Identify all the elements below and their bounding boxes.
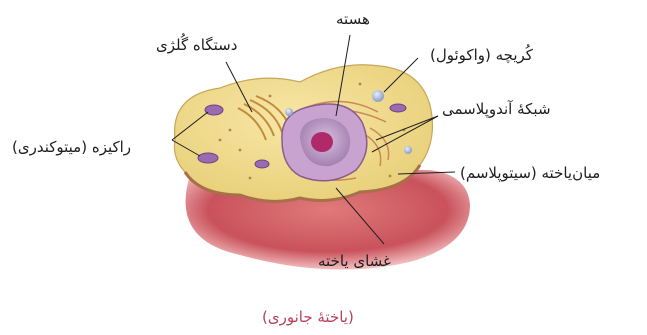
label-mitochondria: راکیزه (میتوکندری) [12,140,131,155]
label-cell-membrane: غشای یاخته [318,254,391,269]
label-nucleus: هسته [336,12,370,27]
nucleolus [311,132,333,152]
vacuole-small [285,108,293,116]
label-cytoplasm: میان‌یاخته (سیتوپلاسم) [460,166,600,181]
vacuole-small-2 [404,146,412,154]
label-golgi: دستگاه گُلژی [156,38,237,53]
figure-caption: (یاختهٔ جانوری) [262,310,354,325]
vacuole [372,90,384,102]
label-endoplasmic-reticulum: شبکهٔ آندوپلاسمی [442,102,551,117]
label-vacuole: کُریچه (واکوئول) [430,48,533,63]
